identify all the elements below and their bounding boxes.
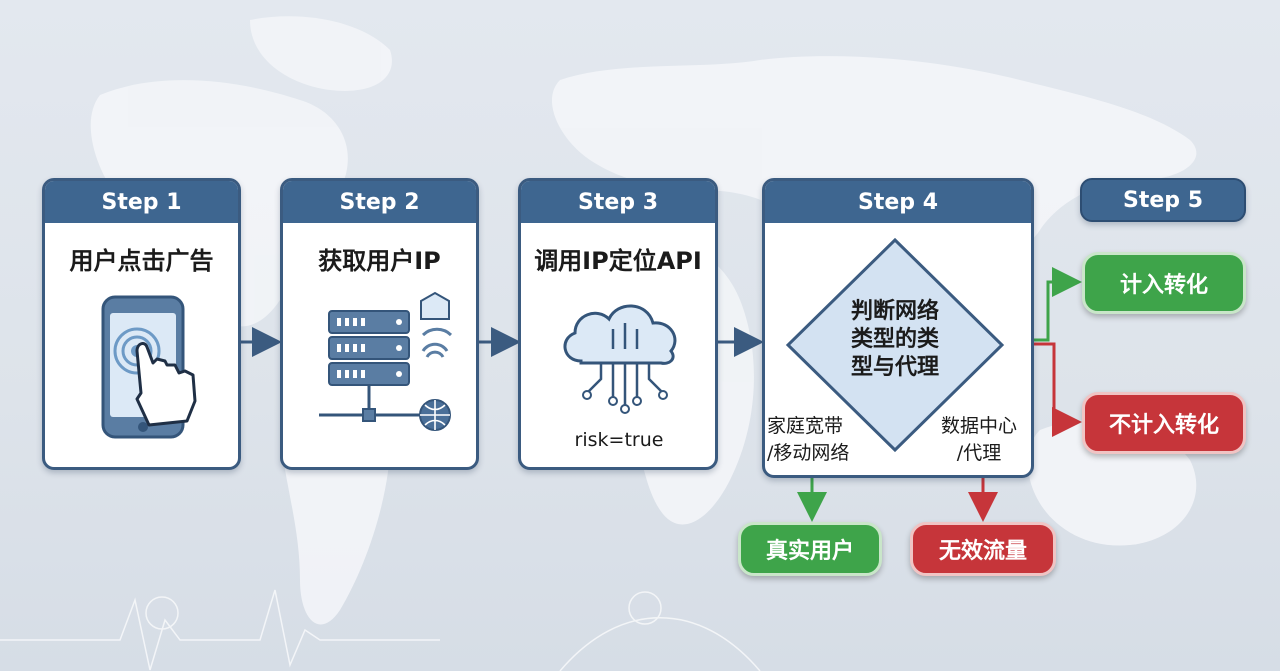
real-user-result: 真实用户 xyxy=(738,522,882,576)
step-3-title: 调用IP定位API xyxy=(534,247,702,275)
decision-line-3: 型与代理 xyxy=(850,355,939,380)
step-1-title: 用户点击广告 xyxy=(69,247,214,275)
server-network-icon xyxy=(319,291,453,431)
step-2-title: 获取用户IP xyxy=(318,247,441,275)
branch-left-label: 家庭宽带 /移动网络 xyxy=(767,413,849,467)
branch-left-line-1: 家庭宽带 xyxy=(767,415,844,437)
branch-right-line-2: /代理 xyxy=(956,442,1002,464)
branch-right-label: 数据中心 /代理 xyxy=(941,413,1017,467)
branch-left-line-2: /移动网络 xyxy=(767,442,850,464)
step-3-label: Step 3 xyxy=(521,181,715,223)
decision-text: 判断网络 类型的类 型与代理 xyxy=(820,298,970,382)
step-4-label: Step 4 xyxy=(765,181,1031,223)
phone-tap-icon xyxy=(101,295,197,439)
invalid-traffic-result: 无效流量 xyxy=(910,522,1056,576)
branch-right-line-1: 数据中心 xyxy=(941,415,1018,437)
cloud-api-icon xyxy=(563,304,677,414)
step-2-card: Step 2 获取用户IP xyxy=(280,178,479,470)
decision-diamond xyxy=(785,237,1005,453)
step-3-card: Step 3 调用IP定位API risk=true xyxy=(518,178,718,470)
step-5-label: Step 5 xyxy=(1080,178,1246,222)
count-conversion-outcome: 计入转化 xyxy=(1082,252,1246,314)
step-1-card: Step 1 用户点击广告 xyxy=(42,178,241,470)
risk-flag-text: risk=true xyxy=(574,429,664,451)
decision-line-2: 类型的类 xyxy=(850,327,939,352)
step-1-label: Step 1 xyxy=(45,181,238,223)
decision-line-1: 判断网络 xyxy=(850,299,939,324)
step-2-label: Step 2 xyxy=(283,181,476,223)
no-count-conversion-outcome: 不计入转化 xyxy=(1082,392,1246,454)
